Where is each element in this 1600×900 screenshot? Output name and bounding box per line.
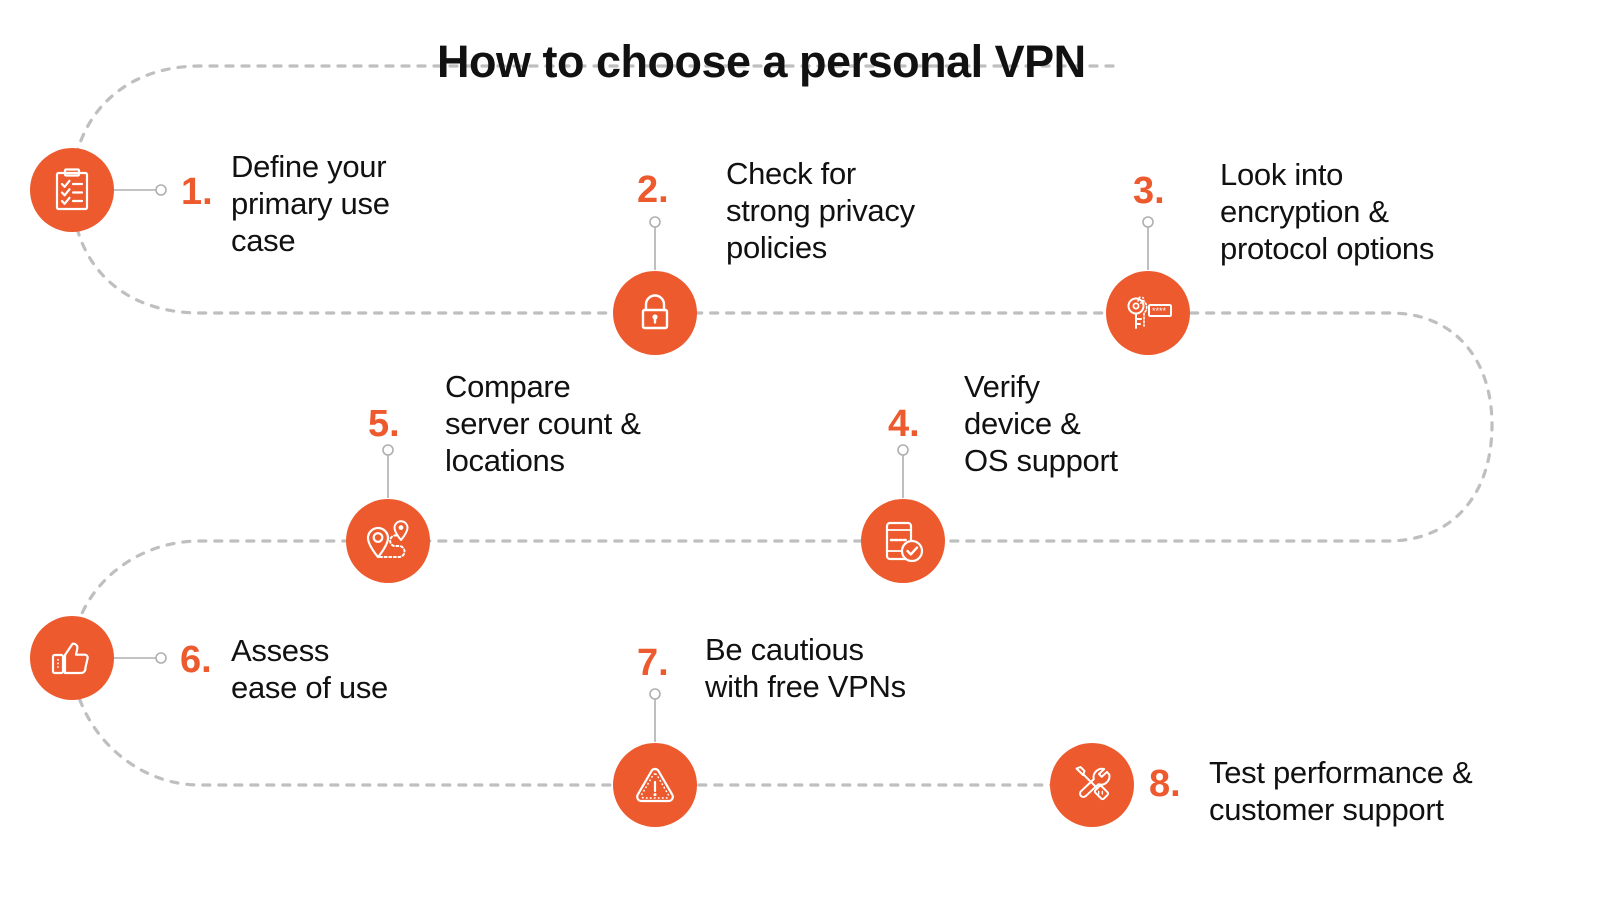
step-label-7: Be cautious with free VPNs: [705, 632, 906, 704]
padlock-icon: [635, 291, 675, 335]
step-label-4: Verify device & OS support: [964, 369, 1118, 478]
page-title: How to choose a personal VPN: [437, 36, 1086, 87]
step-label-2: Check for strong privacy policies: [726, 156, 915, 265]
connector-step-5: [382, 444, 394, 498]
svg-text:****: ****: [1152, 306, 1167, 316]
connector-step-3: [1142, 216, 1154, 270]
step-node-8[interactable]: [1050, 743, 1134, 827]
step-number-2: 2.: [637, 169, 669, 211]
map-pins-route-icon: [363, 518, 413, 564]
step-node-5[interactable]: [346, 499, 430, 583]
step-node-2[interactable]: [613, 271, 697, 355]
step-number-5: 5.: [368, 403, 400, 445]
step-label-1: Define your primary use case: [231, 149, 390, 258]
phone-check-icon: [880, 518, 926, 564]
connector-step-1: [112, 184, 167, 196]
step-number-7: 7.: [637, 642, 669, 684]
step-label-3: Look into encryption & protocol options: [1220, 157, 1435, 266]
step-number-8: 8.: [1149, 763, 1181, 805]
step-label-8: Test performance & customer support: [1209, 755, 1473, 827]
clipboard-checklist-icon: [50, 167, 94, 213]
step-number-1: 1.: [181, 171, 213, 213]
step-label-5: Compare server count & locations: [445, 369, 641, 478]
step-node-3[interactable]: ****: [1106, 271, 1190, 355]
step-number-6: 6.: [180, 639, 212, 681]
connector-step-6: [112, 652, 167, 664]
step-node-6[interactable]: [30, 616, 114, 700]
step-number-4: 4.: [888, 403, 920, 445]
connector-step-7: [649, 688, 661, 742]
thumbs-up-icon: [48, 636, 96, 680]
step-number-3: 3.: [1133, 170, 1165, 212]
connector-step-2: [649, 216, 661, 270]
connector-step-4: [897, 444, 909, 498]
step-label-6: Assess ease of use: [231, 633, 388, 705]
step-node-7[interactable]: [613, 743, 697, 827]
warning-triangle-icon: [631, 763, 679, 807]
step-node-4[interactable]: [861, 499, 945, 583]
keys-password-icon: ****: [1123, 291, 1173, 335]
step-node-1[interactable]: [30, 148, 114, 232]
wrench-screwdriver-icon: [1068, 762, 1116, 808]
